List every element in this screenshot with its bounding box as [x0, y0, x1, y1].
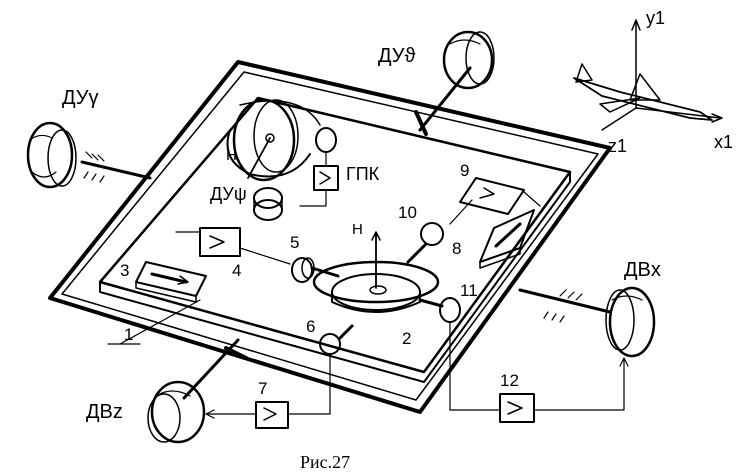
label-h-gyro: H	[226, 147, 237, 164]
label-h-disk: H	[352, 221, 363, 238]
number-5: 5	[290, 233, 299, 252]
label-du-psi: ДУψ	[210, 184, 247, 204]
figure-caption: Рис.27	[300, 452, 350, 472]
number-9: 9	[460, 161, 469, 180]
amplifier-4	[199, 227, 241, 257]
number-12: 12	[500, 371, 519, 390]
gpk-sensor	[315, 127, 337, 167]
central-disk-2	[312, 231, 440, 313]
label-du-gamma: ДУγ	[62, 87, 98, 109]
motor-5	[291, 257, 340, 283]
accelerometer-8	[479, 209, 535, 269]
number-10: 10	[398, 203, 417, 222]
leader-line-1	[119, 299, 201, 345]
amplifier-7	[255, 401, 289, 429]
number-8: 8	[452, 239, 461, 258]
number-6: 6	[306, 317, 315, 336]
number-2: 2	[402, 329, 411, 348]
sensor-10	[406, 222, 444, 264]
x-axle	[518, 288, 612, 323]
label-gpk: ГПК	[346, 164, 380, 184]
amplifier-9	[459, 177, 525, 215]
theta-axle	[414, 66, 472, 136]
motor-11	[418, 297, 461, 411]
du-theta-motor	[442, 30, 495, 90]
du-psi-motor	[253, 187, 283, 221]
gpk-amplifier	[313, 165, 339, 191]
number-4: 4	[232, 261, 241, 280]
label-du-theta: ДУϑ	[378, 45, 415, 67]
outer-gimbal-frame	[48, 60, 612, 414]
gamma-axle	[80, 151, 152, 183]
number-1: 1	[124, 325, 133, 344]
dv-x-motor	[605, 286, 656, 358]
number-7: 7	[258, 379, 267, 398]
label-axis-x: x1	[714, 132, 733, 152]
platform-plate	[98, 96, 572, 374]
labels: ДУγ ДУϑ ДУψ ГПК ДВx ДВz H H y1 x1 z1 1 2…	[62, 8, 733, 472]
number-11: 11	[460, 281, 478, 300]
label-axis-z: z1	[608, 136, 627, 156]
label-axis-y: y1	[646, 8, 665, 28]
du-gamma-motor	[26, 121, 77, 189]
amplifier-12	[499, 393, 535, 423]
gyro-rotor-upper	[226, 98, 321, 182]
number-3: 3	[120, 261, 129, 280]
coordinate-axes	[601, 19, 723, 131]
label-dv-z: ДВz	[86, 401, 123, 423]
label-dv-x: ДВx	[624, 259, 661, 281]
dv-z-motor	[147, 380, 206, 444]
aircraft	[573, 63, 713, 121]
accelerometer-3	[135, 261, 207, 303]
